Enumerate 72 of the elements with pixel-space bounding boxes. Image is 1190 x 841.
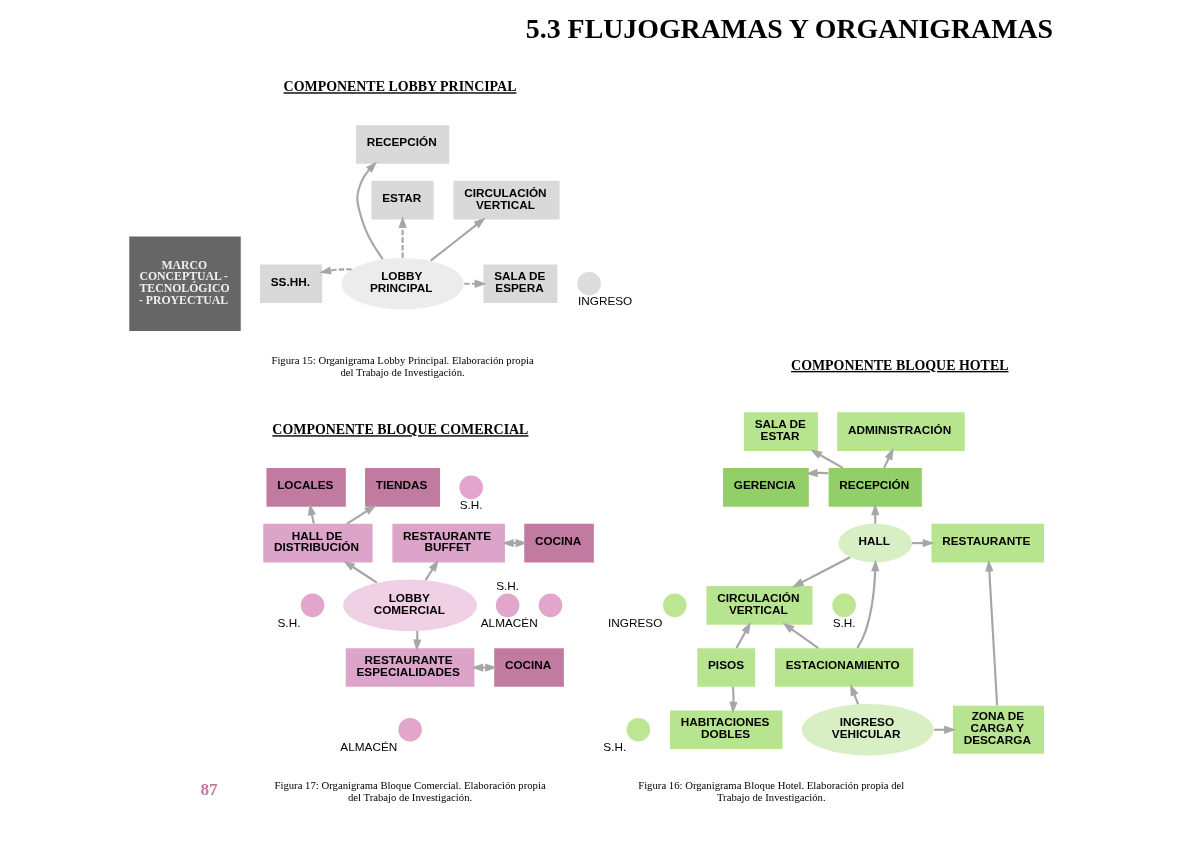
arrow [734, 621, 751, 649]
node-circle [300, 593, 324, 618]
node-ellipse: INGRESO VEHICULAR [801, 703, 934, 756]
node-box: COCINA [493, 648, 564, 687]
node-ellipse: HALL [837, 523, 912, 563]
arrow [342, 560, 377, 584]
arrow [855, 559, 879, 649]
node-box: RECEPCIÓN [355, 125, 449, 164]
arrow [809, 449, 843, 469]
node-label: S.H. [459, 497, 483, 511]
node-box: LOCALES [265, 468, 346, 507]
node-box: ESTACIONAMIENTO [774, 648, 913, 687]
node-box: PISOS [696, 648, 755, 687]
label: COMPONENTE BLOQUE COMERCIAL [271, 422, 528, 438]
arrow [424, 559, 439, 581]
arrow [782, 622, 819, 649]
node-label: INGRESO [607, 615, 662, 629]
arrow [429, 217, 485, 262]
arrow [911, 539, 935, 548]
node-box: ESTAR [371, 180, 434, 220]
node-box: SS.HH. [259, 264, 322, 304]
node-box: GERENCIA [722, 468, 809, 507]
node-circle [538, 593, 562, 618]
node-label: ALMACÉN [339, 739, 397, 753]
node-box: HALL DE DISTRIBUCIÓN [262, 523, 373, 563]
node-circle [576, 271, 601, 296]
node-label: S.H. [602, 739, 626, 753]
node-box: RECEPCIÓN [828, 468, 922, 507]
node-box: RESTAURANTE BUFFET [391, 523, 505, 563]
label: 87 [200, 779, 218, 799]
label: MARCO CONCEPTUAL - TECNOLÓGICO - PROYECTUAL [138, 258, 230, 307]
node-circle [397, 717, 422, 742]
label: Figura 16: Organigrama Bloque Hotel. Elaboración propia del Trabajo de Investigación. [637, 778, 904, 803]
arrow [355, 161, 384, 260]
arrow [307, 503, 316, 524]
node-box: CIRCULACIÓN VERTICAL [705, 586, 813, 625]
node-box: COCINA [523, 523, 594, 563]
label: Figura 17: Organigrama Bloque Comercial. Elaboración propia del Trabajo de Investigación. [274, 778, 546, 803]
node-box: RESTAURANTE [931, 523, 1044, 563]
arrow [318, 266, 352, 275]
arrow [870, 503, 879, 524]
node-box: ADMINISTRACIÓN [836, 412, 965, 451]
node-box: RESTAURANTE ESPECIALIDADES [345, 648, 474, 687]
node-label: S.H. [277, 615, 300, 629]
node-circle [831, 593, 856, 618]
arrow [397, 216, 407, 258]
arrow [882, 448, 894, 469]
node-box: CIRCULACIÓN VERTICAL [453, 180, 560, 220]
node-label: S.H. [832, 615, 856, 629]
node-circle [662, 593, 687, 618]
arrow [463, 279, 486, 288]
node-box: SALA DE ESTAR [743, 412, 818, 451]
node-box: HABITACIONES DOBLES [669, 710, 782, 750]
label: COMPONENTE BLOQUE HOTEL [790, 357, 1008, 373]
node-ellipse: LOBBY COMERCIAL [342, 579, 477, 632]
arrow [346, 505, 376, 525]
node-box: SALA DE ESPERA [483, 264, 557, 304]
label: COMPONENTE LOBBY PRINCIPAL [283, 79, 516, 95]
arrow [412, 631, 421, 652]
arrow [791, 556, 850, 588]
node-circle [495, 593, 519, 618]
node-ellipse: LOBBY PRINCIPAL [340, 257, 464, 310]
diagram-title: 5.3 FLUJOGRAMAS Y ORGANIGRAMAS [525, 13, 1053, 45]
node-circle [458, 475, 483, 500]
node-box: ZONA DE CARGA Y DESCARGA [952, 705, 1044, 754]
arrow [984, 559, 998, 706]
node-box: TIENDAS [364, 468, 440, 507]
node-label: INGRESO [577, 293, 632, 307]
node-label: S.H. [495, 579, 519, 593]
node-circle [626, 717, 650, 742]
node-label: ALMACÉN [480, 615, 538, 629]
label: Figura 15: Organigrama Lobby Principal. Elaboración propia del Trabajo de Investigación. [270, 354, 534, 378]
